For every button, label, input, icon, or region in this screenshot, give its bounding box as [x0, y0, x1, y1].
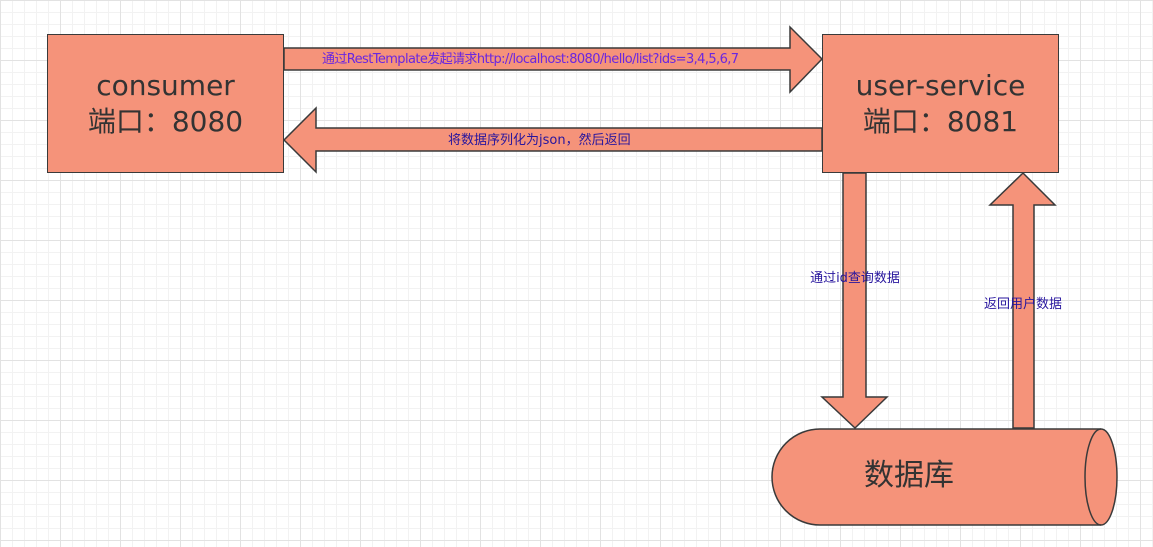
user-service-node: user-service 端口：8081: [822, 34, 1059, 173]
database-cylinder-end: [1084, 428, 1102, 526]
return-arrow: [988, 171, 1057, 429]
consumer-port: 端口：8080: [87, 104, 244, 138]
user-service-port: 端口：8081: [862, 104, 1019, 138]
query-arrow: [820, 172, 889, 430]
consumer-node: consumer 端口：8080: [47, 34, 284, 173]
response-arrow: [282, 106, 823, 174]
user-service-name: user-service: [855, 68, 1026, 102]
return-label: 返回用户数据: [984, 297, 1063, 312]
database-label: 数据库: [864, 458, 954, 493]
query-label: 通过id查询数据: [810, 271, 900, 286]
request-label: 通过RestTemplate发起请求http://localhost:8080/…: [322, 52, 739, 67]
response-label: 将数据序列化为json，然后返回: [448, 133, 631, 148]
request-arrow: [283, 25, 824, 94]
consumer-name: consumer: [96, 68, 235, 102]
